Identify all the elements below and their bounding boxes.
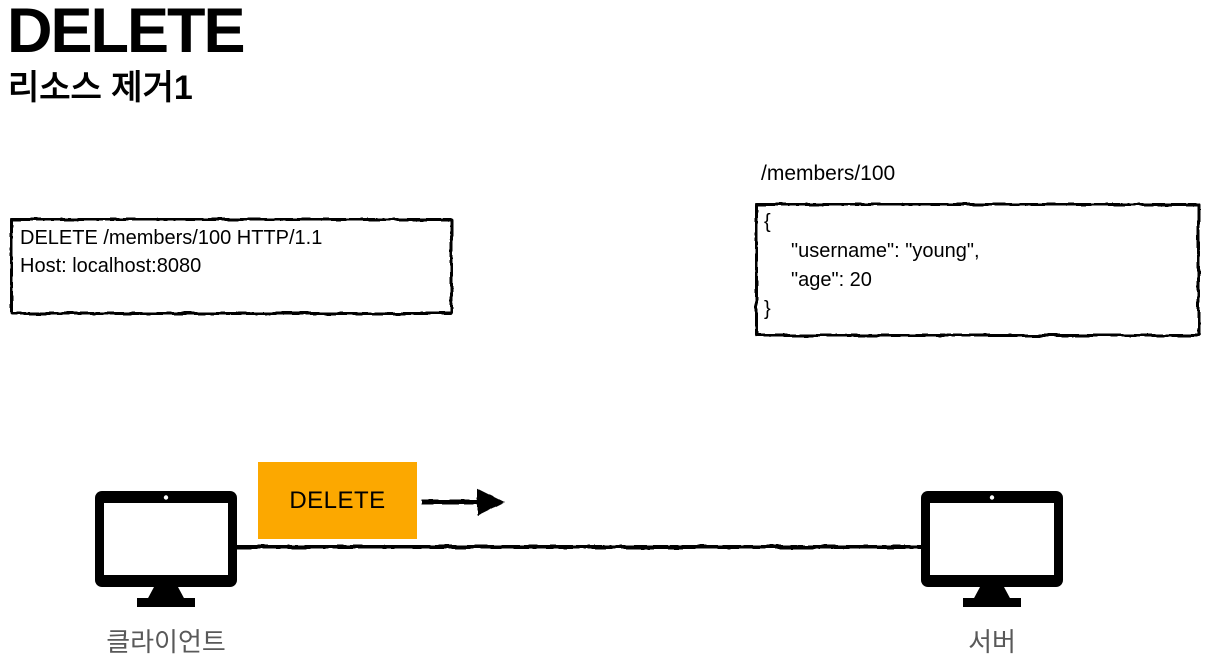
method-badge-label: DELETE [289, 486, 386, 514]
page-subtitle: 리소스 제거1 [8, 69, 193, 107]
page-title: DELETE [7, 0, 246, 66]
resource-json-box: { "username": "young", "age": 20 } [755, 203, 1200, 337]
resource-uri-label: /members/100 [761, 162, 896, 185]
json-close-brace: } [764, 298, 771, 320]
right-arrow-icon [422, 488, 505, 516]
json-username-line: "username": "young", [791, 240, 980, 262]
request-host-header: Host: localhost:8080 [20, 255, 202, 277]
json-age-line: "age": 20 [791, 269, 872, 291]
server-label: 서버 [968, 627, 1016, 657]
json-open-brace: { [764, 211, 771, 233]
client-monitor-icon [95, 491, 237, 607]
request-start-line: DELETE /members/100 HTTP/1.1 [20, 227, 323, 249]
method-badge: DELETE [258, 462, 417, 539]
client-label: 클라이언트 [106, 627, 226, 657]
server-monitor-icon [921, 491, 1063, 607]
http-request-box: DELETE /members/100 HTTP/1.1 Host: local… [10, 218, 453, 315]
client-server-connection-line [237, 545, 922, 549]
